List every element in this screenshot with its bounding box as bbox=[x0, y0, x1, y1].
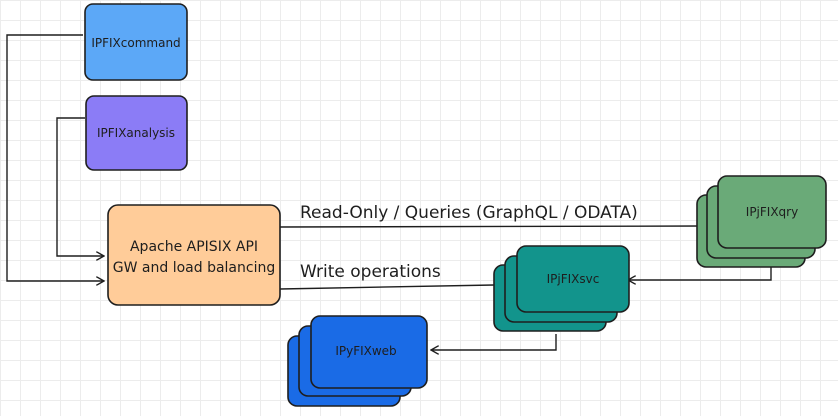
node-ipjfixsvc[interactable]: IPjFIXsvc bbox=[493, 245, 630, 332]
node-ipfixanalysis-label: IPFIXanalysis bbox=[97, 126, 175, 140]
edge-ipfixcommand-to-apisix bbox=[6, 34, 103, 281]
edge-ipjfixqry-to-ipjfixsvc bbox=[629, 262, 772, 280]
node-ipjfixsvc-label: IPjFIXsvc bbox=[547, 272, 600, 286]
node-apisix-label-line2: GW and load balancing bbox=[113, 260, 275, 276]
node-ipfixcommand-label: IPFIXcommand bbox=[91, 36, 180, 50]
edge-apisix-to-ipjfixqry bbox=[279, 225, 706, 228]
edge-ipjfixsvc-to-ipyfixweb bbox=[432, 334, 557, 350]
node-apisix[interactable]: Apache APISIX API GW and load balancing bbox=[107, 204, 281, 306]
node-apisix-box bbox=[107, 204, 281, 306]
node-ipfixanalysis-box bbox=[85, 95, 188, 171]
edge-label-read-only: Read-Only / Queries (GraphQL / ODATA) bbox=[300, 203, 638, 223]
node-ipfixcommand-box bbox=[84, 3, 188, 81]
edge-ipfixanalysis-to-apisix bbox=[56, 117, 103, 256]
node-ipjfixsvc-box bbox=[516, 245, 630, 313]
edge-apisix-to-ipjfixsvc bbox=[279, 284, 495, 290]
node-ipfixcommand[interactable]: IPFIXcommand bbox=[84, 3, 188, 81]
node-ipyfixweb-box bbox=[310, 315, 428, 389]
connectors bbox=[6, 34, 772, 350]
node-ipjfixqry-box bbox=[717, 175, 827, 249]
node-ipyfixweb-label: IPyFIXweb bbox=[335, 344, 396, 358]
node-apisix-label-line1: Apache APISIX API bbox=[130, 239, 258, 255]
node-ipjfixqry[interactable]: IPjFIXqry bbox=[696, 175, 827, 268]
node-ipjfixqry-label: IPjFIXqry bbox=[746, 205, 798, 219]
edge-label-write: Write operations bbox=[300, 262, 441, 282]
node-ipyfixweb[interactable]: IPyFIXweb bbox=[287, 315, 428, 407]
node-ipfixanalysis[interactable]: IPFIXanalysis bbox=[85, 95, 188, 171]
